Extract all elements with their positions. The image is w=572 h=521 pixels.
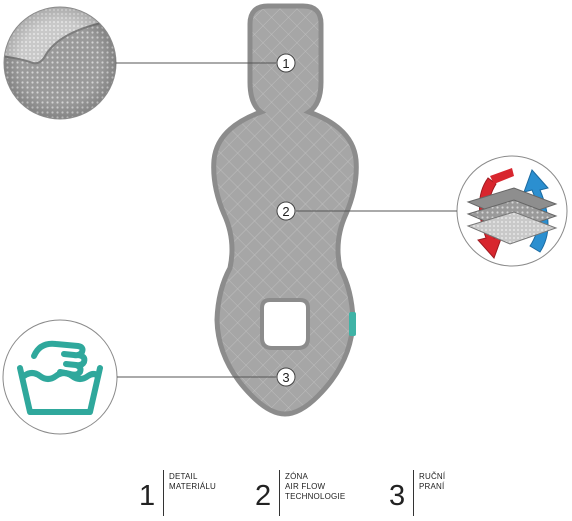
hand-wash-icon xyxy=(17,340,103,415)
legend-number: 1 xyxy=(139,480,156,512)
legend-label-line: MATERIÁLU xyxy=(169,482,216,491)
legend-label-line: DETAIL xyxy=(169,472,198,481)
legend-divider xyxy=(163,470,164,516)
callout-marker-2 xyxy=(276,201,296,221)
callout-number-3: 3 xyxy=(282,370,289,385)
legend-number: 2 xyxy=(255,480,272,512)
legend-label-line: PRANÍ xyxy=(419,482,445,491)
callout-material-detail: 1 xyxy=(3,6,296,120)
callout-hand-wash: 3 xyxy=(2,319,296,435)
legend-divider xyxy=(279,470,280,516)
legend-label: RUČNÍ PRANÍ xyxy=(419,472,509,492)
legend-divider xyxy=(413,470,414,516)
callout-number-2: 2 xyxy=(282,204,289,219)
callout-marker-3 xyxy=(276,367,296,387)
legend-label-line: TECHNOLOGIE xyxy=(285,492,346,501)
legend-label: DETAIL MATERIÁLU xyxy=(169,472,259,492)
airflow-layers-icon xyxy=(466,168,558,259)
legend-label-line: ZÓNA xyxy=(285,472,309,481)
legend-label-line: RUČNÍ xyxy=(419,472,446,481)
callout-number-1: 1 xyxy=(282,56,289,71)
legend-label-line: AIR FLOW xyxy=(285,482,326,491)
legend-label: ZÓNA AIR FLOW TECHNOLOGIE xyxy=(285,472,375,502)
callout-marker-1 xyxy=(276,53,296,73)
brand-tag xyxy=(349,312,356,336)
buckle-opening xyxy=(260,298,310,350)
callout-airflow: 2 xyxy=(276,155,568,267)
legend-number: 3 xyxy=(389,480,406,512)
